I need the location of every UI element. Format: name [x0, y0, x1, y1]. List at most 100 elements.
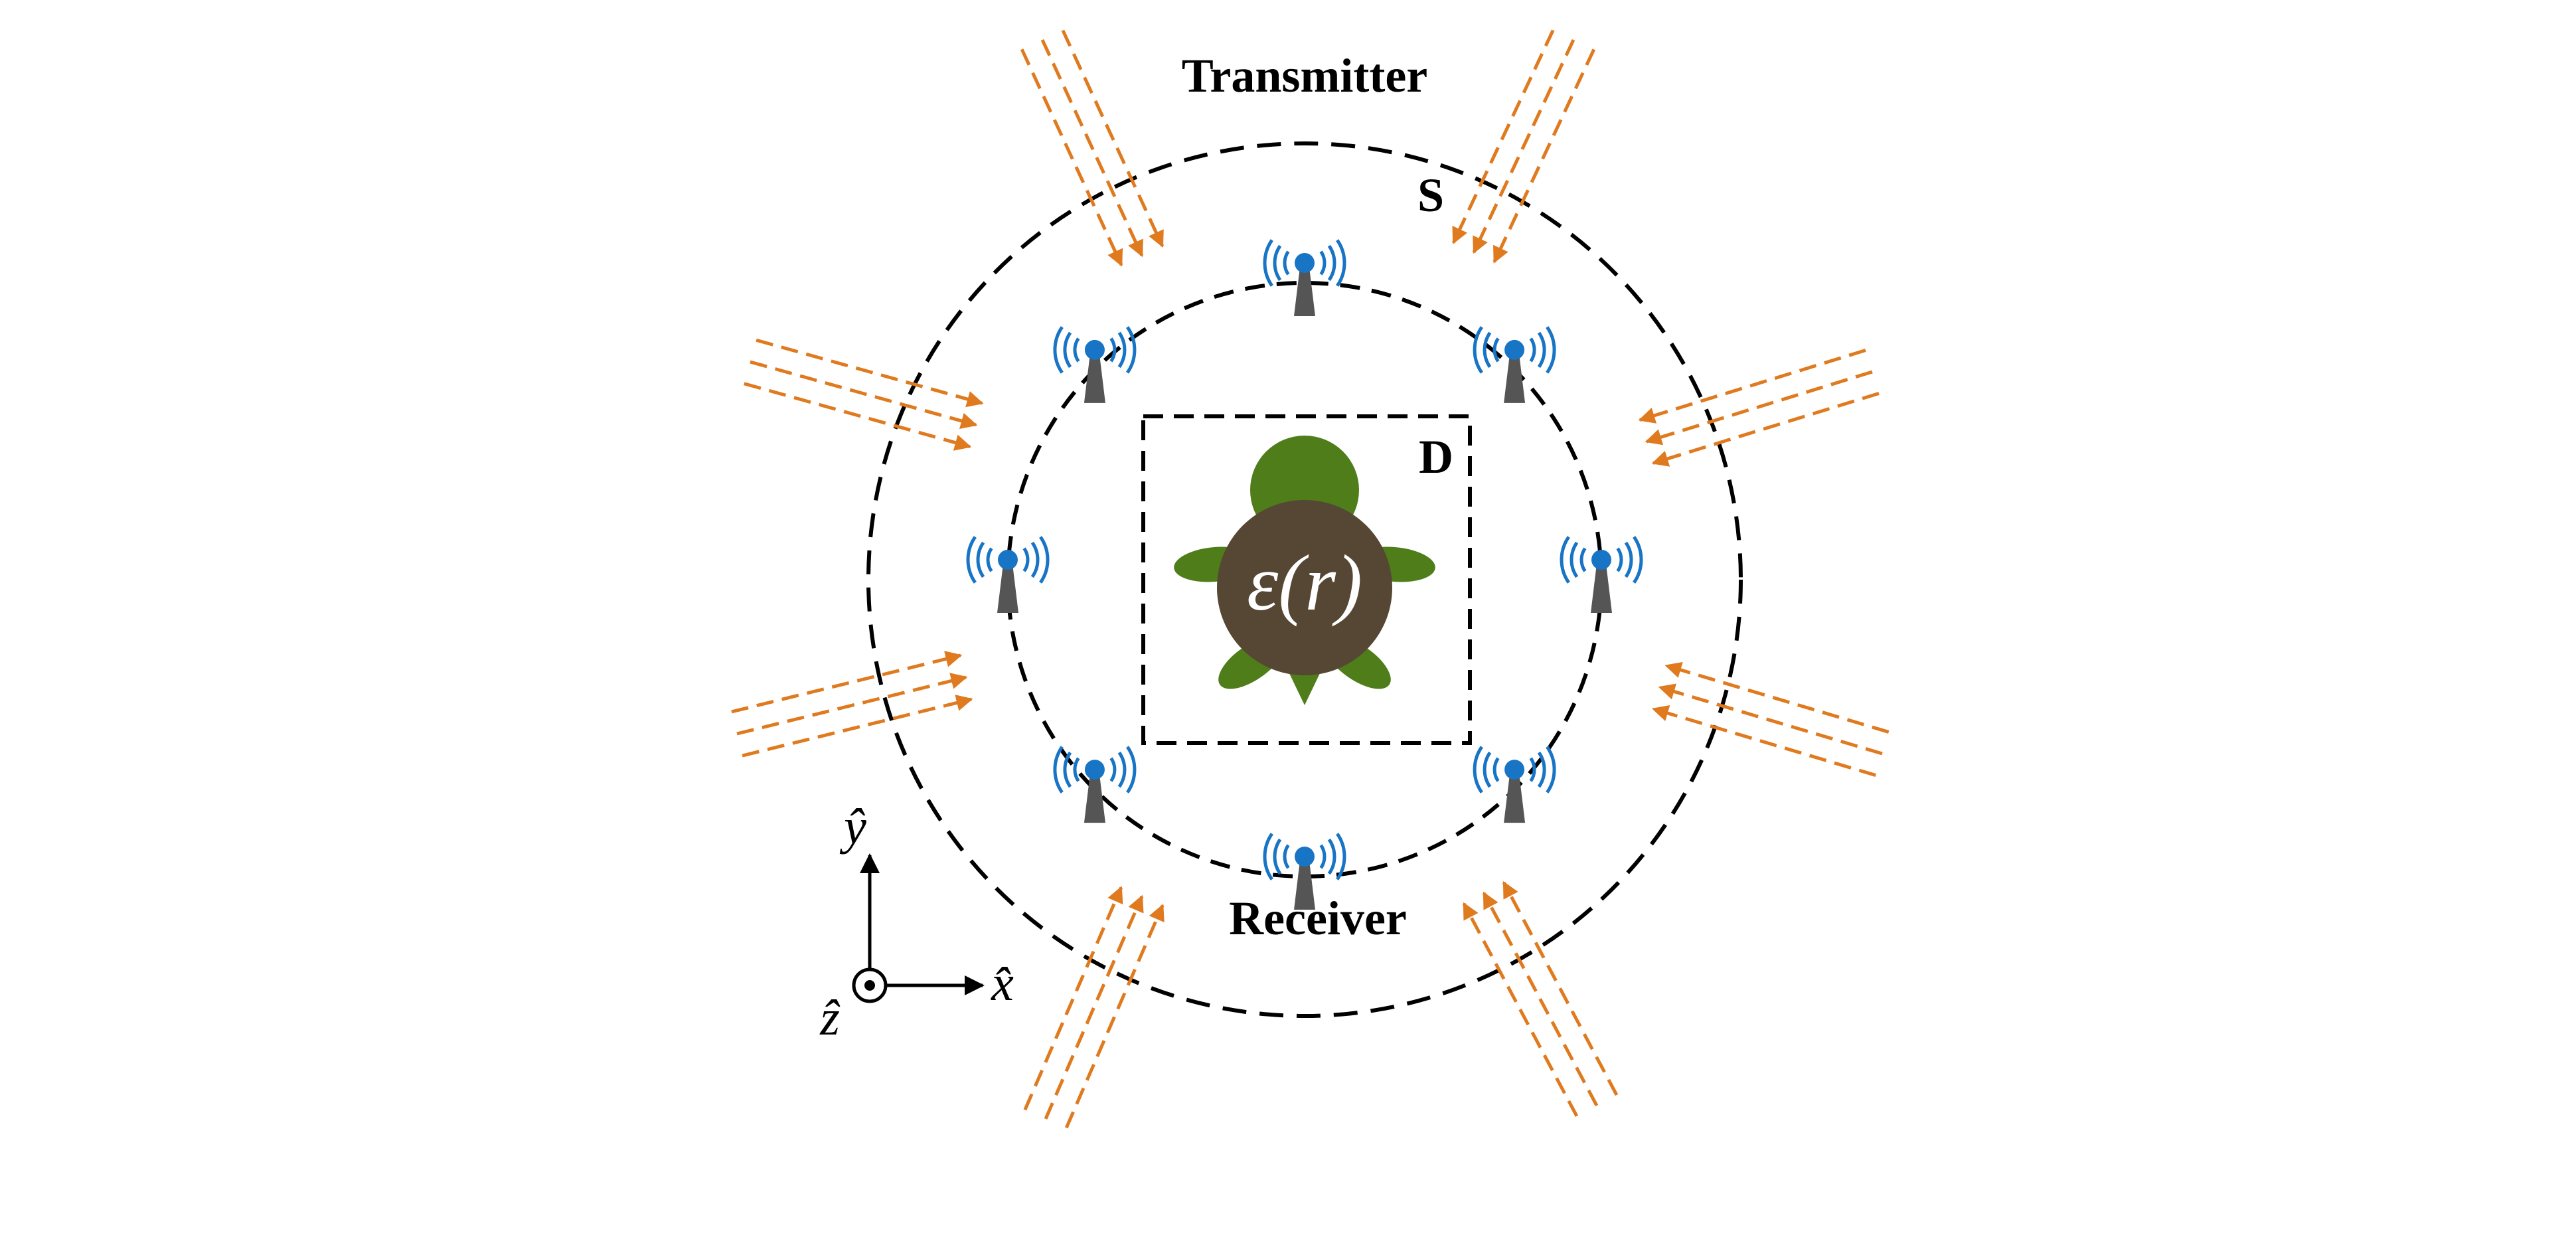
- antenna-emitter: [1591, 550, 1611, 570]
- antenna-signal-arc: [1537, 751, 1546, 788]
- antenna-icon: [1263, 833, 1346, 910]
- incident-wave-arrow: [1472, 39, 1575, 254]
- antenna-signal-arc: [1529, 337, 1536, 363]
- antenna-emitter: [998, 550, 1018, 570]
- antenna-signal-arc: [1546, 746, 1556, 793]
- antenna-signal-arc: [1327, 244, 1336, 282]
- incident-wave-arrow: [1451, 29, 1555, 244]
- antenna-signal-arc: [1263, 833, 1273, 880]
- antenna-icon: [1053, 746, 1137, 823]
- antenna-signal-arc: [1125, 326, 1137, 374]
- antenna-signal-arc: [1283, 250, 1290, 276]
- antenna-signal-arc: [1327, 838, 1336, 875]
- antenna-signal-arc: [1537, 331, 1546, 369]
- antenna-signal-arc: [1022, 547, 1030, 572]
- antenna-signal-arc: [1560, 536, 1570, 584]
- incident-wave-arrow: [742, 695, 973, 758]
- antenna-emitter: [1504, 760, 1525, 780]
- antenna-icon: [966, 536, 1050, 613]
- antenna-mast: [1084, 353, 1105, 403]
- antenna-signal-arc: [1109, 757, 1117, 782]
- antenna-signal-arc: [1030, 541, 1040, 578]
- incident-wave-arrow: [1020, 48, 1123, 267]
- antenna-signal-arc: [1483, 331, 1492, 369]
- antenna-mast: [1294, 267, 1315, 316]
- z-axis-dot: [864, 980, 875, 991]
- incident-wave-arrow: [1040, 39, 1144, 258]
- permittivity-symbol: ε: [1247, 539, 1279, 627]
- incident-wave-group: [1462, 880, 1619, 1118]
- antenna-icon: [1053, 326, 1137, 403]
- antenna-signal-arc: [1273, 838, 1282, 875]
- antenna-signal-arc: [1125, 746, 1137, 793]
- antenna-signal-arc: [1336, 239, 1346, 287]
- incident-wave-groups: [731, 29, 1890, 1129]
- receiver-label: Receiver: [1229, 892, 1407, 945]
- antenna-signal-arc: [1624, 541, 1633, 578]
- incident-wave-arrow: [1064, 904, 1165, 1129]
- antenna-signal-arc: [1319, 250, 1327, 276]
- incident-wave-arrow: [1044, 894, 1144, 1120]
- antenna-signal-arc: [1117, 751, 1127, 788]
- antenna-signal-arc: [1073, 757, 1080, 782]
- domain-d-box: [1141, 414, 1472, 745]
- antenna-signal-arc: [1633, 536, 1643, 584]
- incident-wave-arrow: [1651, 705, 1876, 777]
- incident-wave-group: [1638, 349, 1880, 467]
- antenna-signal-arc: [1053, 326, 1064, 374]
- antenna-signal-arc: [1073, 337, 1080, 363]
- antenna-signal-arc: [1053, 746, 1064, 793]
- antenna-signal-arc: [1283, 844, 1290, 869]
- antenna-icon: [1473, 326, 1556, 403]
- antenna-signal-arc: [1273, 244, 1282, 282]
- incident-wave-arrow: [750, 360, 978, 429]
- incident-wave-arrow: [1658, 683, 1883, 756]
- surface-s-label: S: [1417, 169, 1444, 222]
- incident-wave-arrow: [1638, 349, 1866, 424]
- incident-wave-arrow: [1023, 886, 1123, 1111]
- antenna-emitter: [1084, 339, 1105, 360]
- antenna-emitter: [1295, 253, 1315, 273]
- antenna-signal-arc: [1063, 331, 1072, 369]
- coordinate-axes: ŷ x̂ ẑ: [819, 799, 1014, 1046]
- antenna-signal-arc: [1546, 326, 1556, 374]
- turtle-shell: [1217, 500, 1392, 675]
- incident-wave-arrow: [756, 338, 984, 408]
- antenna-signal-arc: [1109, 337, 1117, 363]
- antenna-mast: [997, 564, 1018, 613]
- antenna-mast: [1591, 564, 1612, 613]
- antenna-emitter: [1084, 760, 1105, 780]
- antenna-signal-arc: [1570, 541, 1579, 578]
- antenna-signal-arc: [1063, 751, 1072, 788]
- antenna-signal-arc: [1529, 757, 1536, 782]
- incident-wave-arrow: [1502, 880, 1619, 1096]
- antenna-signal-arc: [1492, 337, 1500, 363]
- incident-wave-group: [1651, 661, 1890, 777]
- antenna-signal-arc: [1616, 547, 1623, 572]
- antenna-emitter: [1504, 339, 1525, 360]
- x-axis-label: x̂: [991, 956, 1014, 1011]
- transmitter-label: Transmitter: [1182, 49, 1428, 102]
- antenna-signal-arc: [1263, 239, 1273, 287]
- incident-wave-arrow: [1061, 29, 1165, 248]
- antenna-icon: [1263, 239, 1346, 316]
- incident-wave-group: [1020, 29, 1165, 267]
- antenna-signal-arc: [1473, 746, 1484, 793]
- antenna-signal-arc: [1579, 547, 1587, 572]
- y-axis-label: ŷ: [839, 799, 866, 855]
- incident-wave-arrow: [1645, 370, 1873, 446]
- incident-wave-arrow: [731, 651, 963, 714]
- domain-d-label: D: [1419, 430, 1453, 483]
- antenna-icon: [1473, 746, 1556, 823]
- incident-wave-arrow: [1664, 661, 1890, 734]
- antenna-signal-arc: [1473, 326, 1484, 374]
- antenna-signal-arc: [1319, 844, 1327, 869]
- incident-wave-arrow: [1651, 392, 1880, 467]
- antenna-signal-arc: [976, 541, 985, 578]
- incident-wave-arrow: [1492, 48, 1596, 264]
- z-axis-label: ẑ: [819, 990, 841, 1046]
- antenna-mast: [1504, 353, 1526, 403]
- measurement-surface-s: [866, 141, 1743, 1018]
- antenna-mast: [1084, 774, 1105, 823]
- antenna-emitter: [1295, 847, 1315, 867]
